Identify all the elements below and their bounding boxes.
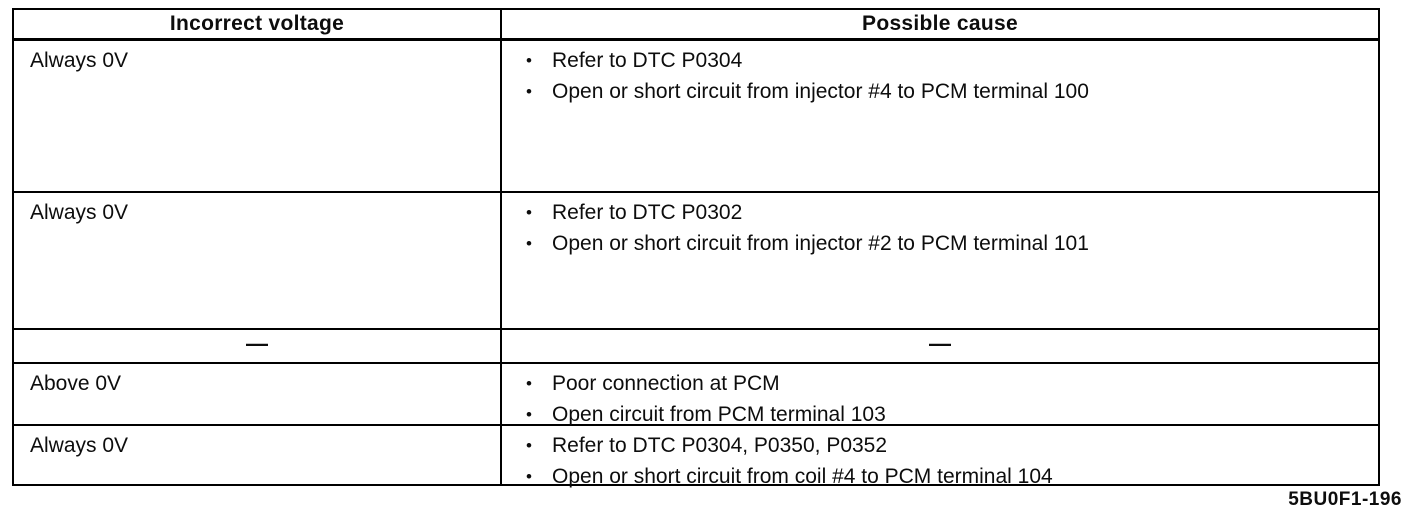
cause-text: Open or short circuit from injector #2 t… bbox=[552, 232, 1089, 255]
cause-item: • Poor connection at PCM bbox=[526, 369, 1368, 400]
table-header-row: Incorrect voltage Possible cause bbox=[14, 10, 1378, 41]
voltage-value: Above 0V bbox=[30, 372, 122, 395]
cause-text: Open or short circuit from coil #4 to PC… bbox=[552, 465, 1053, 488]
cause-cell: • Refer to DTC P0304, P0350, P0352 • Ope… bbox=[502, 426, 1378, 488]
table-row: Above 0V • Poor connection at PCM • Open… bbox=[14, 364, 1378, 426]
cause-item: • Refer to DTC P0304, P0350, P0352 bbox=[526, 431, 1368, 462]
voltage-value: Always 0V bbox=[30, 49, 129, 72]
voltage-cell: Always 0V bbox=[14, 41, 502, 191]
voltage-cell-dash: — bbox=[14, 330, 502, 362]
cause-cell: • Refer to DTC P0302 • Open or short cir… bbox=[502, 193, 1378, 328]
figure-reference-code: 5BU0F1-196 bbox=[1288, 489, 1402, 510]
cause-text: Refer to DTC P0304, P0350, P0352 bbox=[552, 434, 888, 457]
cause-item: • Refer to DTC P0302 bbox=[526, 198, 1368, 229]
diagnostic-table: Incorrect voltage Possible cause Always … bbox=[12, 8, 1380, 488]
cause-cell: • Refer to DTC P0304 • Open or short cir… bbox=[502, 41, 1378, 191]
header-cell-possible-cause: Possible cause bbox=[862, 12, 1018, 35]
cause-item: • Open or short circuit from injector #2… bbox=[526, 229, 1368, 260]
cause-item: • Open or short circuit from coil #4 to … bbox=[526, 462, 1368, 493]
header-cell-incorrect-voltage: Incorrect voltage bbox=[14, 10, 502, 38]
cause-item: • Refer to DTC P0304 bbox=[526, 46, 1368, 77]
cause-list: • Refer to DTC P0304, P0350, P0352 • Ope… bbox=[502, 426, 1378, 493]
voltage-cell: Always 0V bbox=[14, 426, 502, 484]
bullet-icon: • bbox=[526, 436, 532, 455]
cause-cell-dash: — bbox=[929, 331, 951, 356]
table-row: Always 0V • Refer to DTC P0304 • Open or… bbox=[14, 41, 1378, 193]
cause-item: • Open or short circuit from injector #4… bbox=[526, 77, 1368, 108]
cause-list: • Refer to DTC P0302 • Open or short cir… bbox=[502, 193, 1378, 260]
voltage-cell: Always 0V bbox=[14, 193, 502, 328]
table-row-empty: — — bbox=[14, 330, 1378, 364]
cause-item: • Open circuit from PCM terminal 103 bbox=[526, 400, 1368, 431]
table-row: Always 0V • Refer to DTC P0304, P0350, P… bbox=[14, 426, 1378, 488]
voltage-cell: Above 0V bbox=[14, 364, 502, 424]
cause-text: Refer to DTC P0304 bbox=[552, 49, 743, 72]
cause-list: • Refer to DTC P0304 • Open or short cir… bbox=[502, 41, 1378, 108]
voltage-value: Always 0V bbox=[30, 434, 129, 457]
voltage-value: Always 0V bbox=[30, 201, 129, 224]
cause-text: Poor connection at PCM bbox=[552, 372, 780, 395]
bullet-icon: • bbox=[526, 82, 532, 101]
bullet-icon: • bbox=[526, 374, 532, 393]
bullet-icon: • bbox=[526, 234, 532, 253]
bullet-icon: • bbox=[526, 51, 532, 70]
cause-text: Open or short circuit from injector #4 t… bbox=[552, 80, 1089, 103]
cause-list: • Poor connection at PCM • Open circuit … bbox=[502, 364, 1378, 431]
cause-cell: • Poor connection at PCM • Open circuit … bbox=[502, 364, 1378, 426]
cause-text: Open circuit from PCM terminal 103 bbox=[552, 403, 886, 426]
bullet-icon: • bbox=[526, 203, 532, 222]
table-row: Always 0V • Refer to DTC P0302 • Open or… bbox=[14, 193, 1378, 330]
bullet-icon: • bbox=[526, 467, 532, 486]
cause-text: Refer to DTC P0302 bbox=[552, 201, 743, 224]
bullet-icon: • bbox=[526, 405, 532, 424]
